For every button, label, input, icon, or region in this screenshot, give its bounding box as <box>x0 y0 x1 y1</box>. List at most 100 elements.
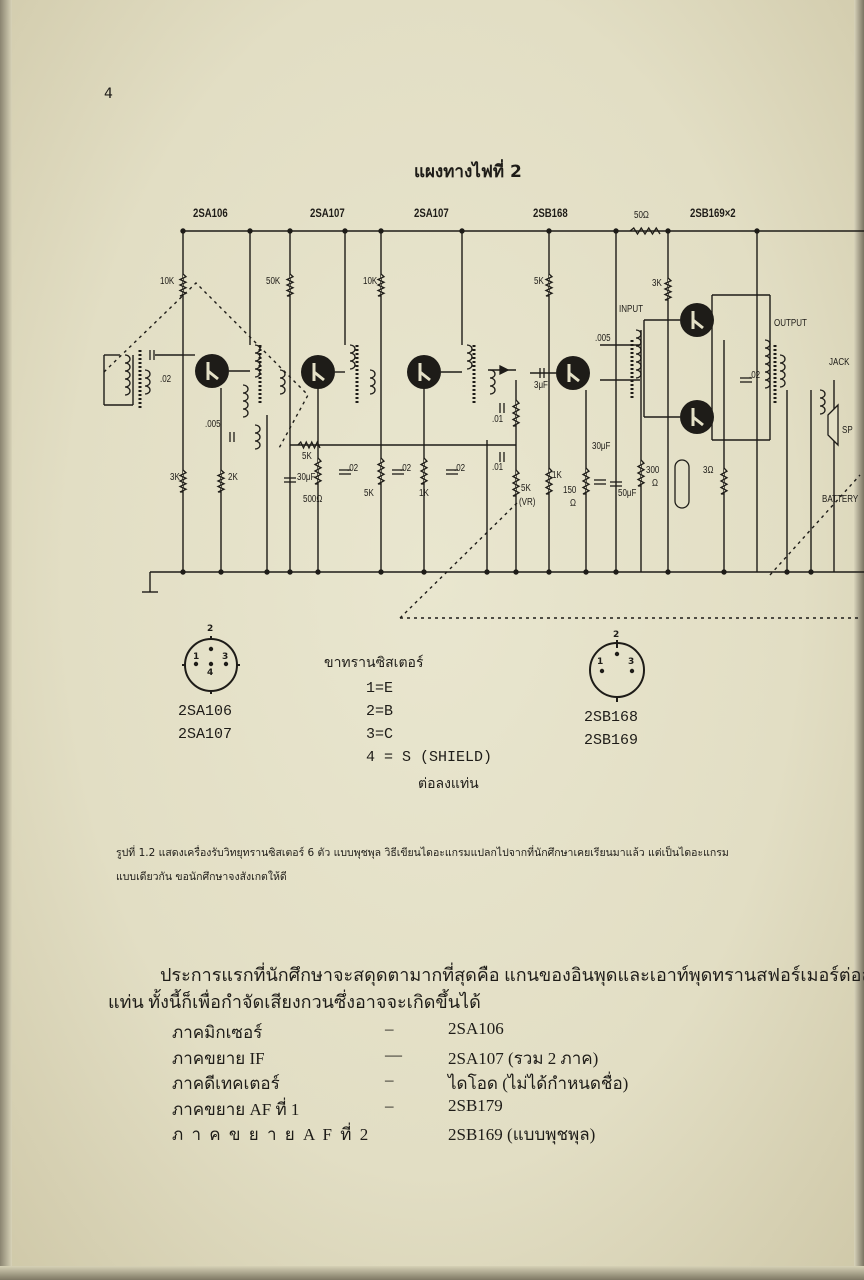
coil-symbol <box>779 354 786 388</box>
component-label: INPUT <box>619 304 643 315</box>
junction-dot <box>287 228 293 234</box>
component-label: 50Ω <box>634 210 649 221</box>
transistor-heading: 2SB169×2 <box>690 206 736 220</box>
page-edge <box>0 0 12 1280</box>
component-label: 5K <box>364 488 374 499</box>
junction-dot <box>315 569 321 575</box>
coil-symbol <box>369 369 376 395</box>
caption-line: แบบเดียวกัน ขอนักศึกษาจงสังเกตให้ดี <box>116 871 287 883</box>
pinout-circle-right <box>589 642 645 698</box>
page-edge <box>0 1266 864 1280</box>
component-label: 10K <box>160 276 175 287</box>
stage-part: 2SA107 (รวม 2 ภาค) <box>448 1048 599 1068</box>
thermistor-symbol <box>674 459 690 509</box>
junction-dot <box>808 569 814 575</box>
junction-dot <box>459 228 465 234</box>
coil-symbol <box>489 369 496 395</box>
pin-legend-item: 3=C <box>366 726 394 743</box>
component-label: .01 <box>492 462 504 473</box>
component-label: 3μF <box>534 380 548 391</box>
chassis-link-dashed <box>399 499 521 619</box>
transistor-symbol <box>407 355 441 389</box>
coil-symbol <box>764 339 771 389</box>
caption-line: รูปที่ 1.2 แสดงเครื่องรับวิทยุทรานซิสเตอ… <box>116 847 729 859</box>
stage-stage: ภาคดีเทคเตอร์ <box>172 1074 280 1093</box>
resistor-symbol <box>581 467 591 495</box>
component-label: .01 <box>492 414 504 425</box>
pin-legend-item: 1=E <box>366 680 394 697</box>
coil-symbol <box>254 424 261 450</box>
coil-symbol <box>635 329 642 379</box>
pinout-type: 2SB168 <box>584 709 639 726</box>
junction-dot <box>546 569 552 575</box>
component-label: 300 <box>646 465 660 476</box>
coil-symbol <box>144 369 151 395</box>
chassis-link-dashed <box>769 474 861 576</box>
component-label: 50K <box>266 276 281 287</box>
resistor-symbol <box>544 467 554 495</box>
pin-legend-item: 4 = S (SHIELD) <box>366 749 493 766</box>
pin-legend-item: 2=B <box>366 703 394 720</box>
junction-dot <box>665 228 671 234</box>
component-label: 50μF <box>618 488 637 499</box>
stage-dash: – <box>385 1070 394 1089</box>
pin-number: 3 <box>222 652 229 662</box>
pinout-circle-left <box>184 638 238 692</box>
pin-legend-note: ต่อลงแท่น <box>418 777 479 793</box>
junction-dot <box>484 569 490 575</box>
junction-dot <box>342 228 348 234</box>
pin-number: 2 <box>613 630 620 640</box>
resistor-symbol <box>419 457 429 485</box>
junction-dot <box>180 569 186 575</box>
resistor-symbol <box>629 226 661 236</box>
stage-part: 2SB169 (แบบพุชพุล) <box>448 1125 596 1144</box>
transistor-symbol <box>195 354 229 388</box>
component-label: SP <box>842 425 853 436</box>
coil-symbol <box>124 354 131 396</box>
resistor-symbol <box>285 273 295 297</box>
stage-stage: ภ า ค ข ย า ย A F ที่ 2 <box>172 1125 371 1144</box>
junction-dot <box>546 228 552 234</box>
component-label: Ω <box>652 478 658 489</box>
junction-dot <box>613 228 619 234</box>
stage-dash: – <box>385 1095 394 1115</box>
component-label: .02 <box>347 463 359 474</box>
transistor-glyph <box>206 362 219 381</box>
junction-dot <box>784 569 790 575</box>
component-label: 3K <box>652 278 662 289</box>
stage-part: 2SA106 <box>448 1019 504 1038</box>
stage-stage: ภาคขยาย IF <box>172 1048 265 1068</box>
junction-dot <box>583 569 589 575</box>
junction-dot <box>613 569 619 575</box>
coil-symbol <box>242 384 249 418</box>
component-label: .005 <box>595 333 611 344</box>
diagram-title: แผงทางไฟที่ 2 <box>414 162 522 182</box>
stage-stage: ภาคขยาย AF ที่ 1 <box>172 1099 300 1119</box>
pin-legend-title: ขาทรานซิสเตอร์ <box>324 656 424 672</box>
transistor-glyph <box>418 363 431 382</box>
coil-symbol <box>819 389 826 415</box>
component-label: BATTERY <box>822 494 859 505</box>
component-label: 10K <box>363 276 378 287</box>
pinout-type: 2SA107 <box>178 726 233 743</box>
stage-part: 2SB179 <box>448 1095 503 1115</box>
junction-dot <box>180 228 186 234</box>
transistor-heading: 2SA107 <box>310 206 345 220</box>
transistor-symbol <box>556 356 590 390</box>
stage-stage: ภาคมิกเซอร์ <box>172 1023 263 1042</box>
component-label: 3Ω <box>703 465 714 476</box>
pin-number: 3 <box>628 657 635 667</box>
junction-dot <box>421 569 427 575</box>
junction-dot <box>513 569 519 575</box>
stage-dash: – <box>385 1019 394 1038</box>
stage-dash: — <box>385 1044 402 1064</box>
component-label: 1K <box>552 470 562 481</box>
junction-dot <box>665 569 671 575</box>
paragraph-line: แท่น ทั้งนี้ก็เพื่อกำจัดเสียงกวนซึ่งอาจจ… <box>108 992 481 1012</box>
junction-dot <box>264 569 270 575</box>
pin-number: 1 <box>597 657 604 667</box>
transistor-glyph <box>567 364 580 383</box>
diode-symbol <box>499 364 510 376</box>
component-label: 3K <box>170 472 180 483</box>
transistor-heading: 2SA106 <box>193 206 228 220</box>
